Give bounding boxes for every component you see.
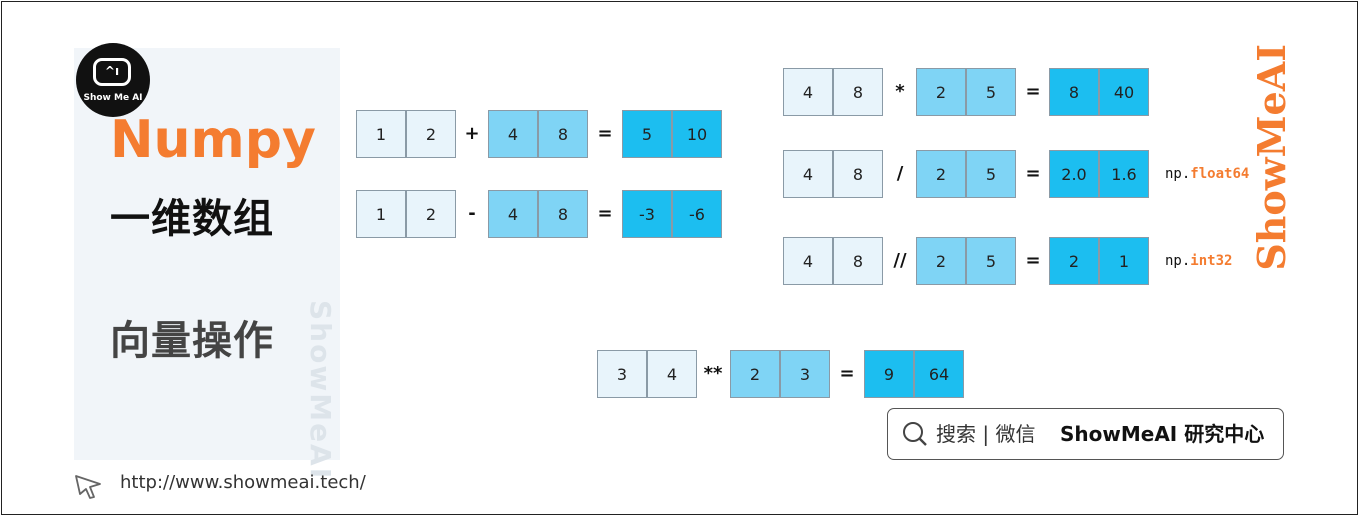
operand-a-cell: 1 — [356, 190, 406, 238]
result-cell: -6 — [672, 190, 722, 238]
result-cell: 1 — [1099, 237, 1149, 285]
operand-a-cell: 1 — [356, 110, 406, 158]
logo-text: Show Me AI — [83, 93, 143, 103]
title-subtitle: 一维数组 — [110, 196, 274, 242]
result-cell: 2 — [1049, 237, 1099, 285]
operand-b-cell: 8 — [538, 190, 588, 238]
result-cell: 2.0 — [1049, 150, 1099, 198]
result-cell: 9 — [864, 350, 914, 398]
search-brand: ShowMeAI 研究中心 — [1060, 422, 1265, 446]
operand-a-cell: 4 — [647, 350, 697, 398]
operand-a-cell: 2 — [406, 190, 456, 238]
dtype-prefix: np. — [1165, 166, 1191, 182]
operand-a-cell: 8 — [833, 68, 883, 116]
operand-b-cell: 5 — [966, 150, 1016, 198]
operator: + — [464, 123, 480, 144]
dtype-name: float64 — [1190, 166, 1250, 182]
operand-b-cell: 5 — [966, 237, 1016, 285]
operand-b-cell: 2 — [916, 150, 966, 198]
footer-url[interactable]: http://www.showmeai.tech/ — [120, 472, 366, 493]
result-cell: 1.6 — [1099, 150, 1149, 198]
operand-a-cell: 4 — [783, 68, 833, 116]
screen-icon: ^ı — [93, 58, 131, 86]
operand-a-cell: 4 — [783, 237, 833, 285]
result-cell: 5 — [622, 110, 672, 158]
showmeai-logo: ^ı Show Me AI — [76, 43, 150, 117]
dtype-label: np.int32 — [1165, 237, 1232, 285]
operand-a-cell: 8 — [833, 237, 883, 285]
operand-a-cell: 3 — [597, 350, 647, 398]
dtype-prefix: np. — [1165, 253, 1191, 269]
operand-b-cell: 5 — [966, 68, 1016, 116]
search-label: 搜索 | 微信 — [936, 422, 1036, 446]
operand-b-cell: 2 — [916, 68, 966, 116]
operand-b-cell: 2 — [730, 350, 780, 398]
left-panel — [74, 48, 340, 460]
search-icon — [903, 422, 927, 446]
title-numpy: Numpy — [110, 110, 316, 170]
operand-b-cell: 3 — [780, 350, 830, 398]
operand-a-cell: 8 — [833, 150, 883, 198]
equals-sign: = — [839, 363, 855, 384]
operand-a-cell: 4 — [783, 150, 833, 198]
operand-b-cell: 4 — [488, 190, 538, 238]
operand-b-cell: 4 — [488, 110, 538, 158]
equals-sign: = — [1025, 250, 1041, 271]
cursor-icon — [75, 475, 101, 499]
section-title: 向量操作 — [110, 318, 274, 364]
result-cell: 40 — [1099, 68, 1149, 116]
result-cell: 64 — [914, 350, 964, 398]
operand-a-cell: 2 — [406, 110, 456, 158]
result-cell: 8 — [1049, 68, 1099, 116]
operand-b-cell: 2 — [916, 237, 966, 285]
equals-sign: = — [597, 203, 613, 224]
watermark-right: ShowMeAI — [1249, 44, 1294, 271]
search-box[interactable]: 搜索 | 微信 ShowMeAI 研究中心 — [887, 408, 1284, 460]
operator: / — [896, 163, 904, 184]
result-cell: -3 — [622, 190, 672, 238]
operator: * — [895, 81, 905, 102]
watermark-left: ShowMeAI — [304, 300, 337, 481]
operator: ** — [703, 363, 723, 384]
dtype-label: np.float64 — [1165, 150, 1249, 198]
equals-sign: = — [1025, 81, 1041, 102]
result-cell: 10 — [672, 110, 722, 158]
equals-sign: = — [597, 123, 613, 144]
operator: - — [468, 203, 476, 224]
equals-sign: = — [1025, 163, 1041, 184]
operator: // — [893, 250, 907, 271]
operand-b-cell: 8 — [538, 110, 588, 158]
dtype-name: int32 — [1190, 253, 1233, 269]
